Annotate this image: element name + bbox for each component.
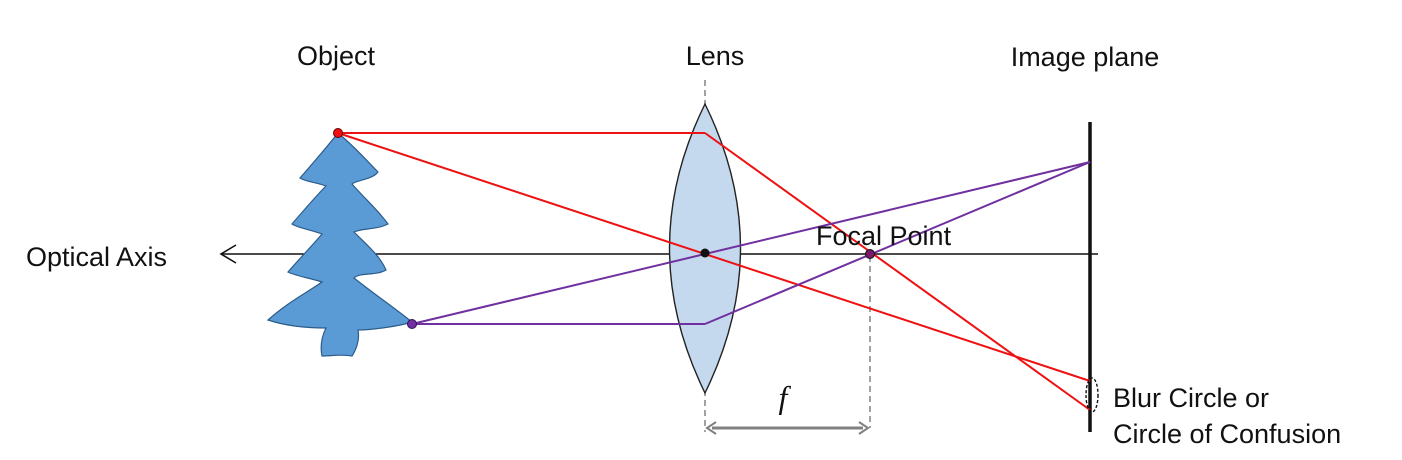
tree-top-point — [333, 128, 343, 138]
focal-point-marker — [865, 249, 875, 259]
blur-circle-label-line2: Circle of Confusion — [1113, 419, 1341, 449]
object-label: Object — [297, 41, 376, 71]
focal-length-arrowhead-right — [858, 421, 870, 435]
focal-length-arrowhead-left — [705, 421, 717, 435]
purple-ray-chief — [411, 161, 1091, 325]
focal-point-label: Focal Point — [816, 221, 952, 251]
optical-axis-arrowhead — [219, 244, 237, 264]
lens-label: Lens — [686, 41, 745, 71]
red-ray-chief — [337, 132, 1091, 382]
image-plane-label: Image plane — [1011, 42, 1160, 72]
blur-circle — [1085, 377, 1099, 413]
lens-center-point — [700, 248, 710, 258]
focal-length-label: f — [779, 379, 792, 415]
red-ray-refracted — [704, 132, 1091, 411]
optical-axis-label: Optical Axis — [26, 242, 167, 272]
blur-circle-label-line1: Blur Circle or — [1113, 383, 1269, 413]
purple-ray-refracted — [704, 161, 1091, 325]
tree-bottom-point — [407, 319, 417, 329]
tree-object — [266, 132, 414, 357]
